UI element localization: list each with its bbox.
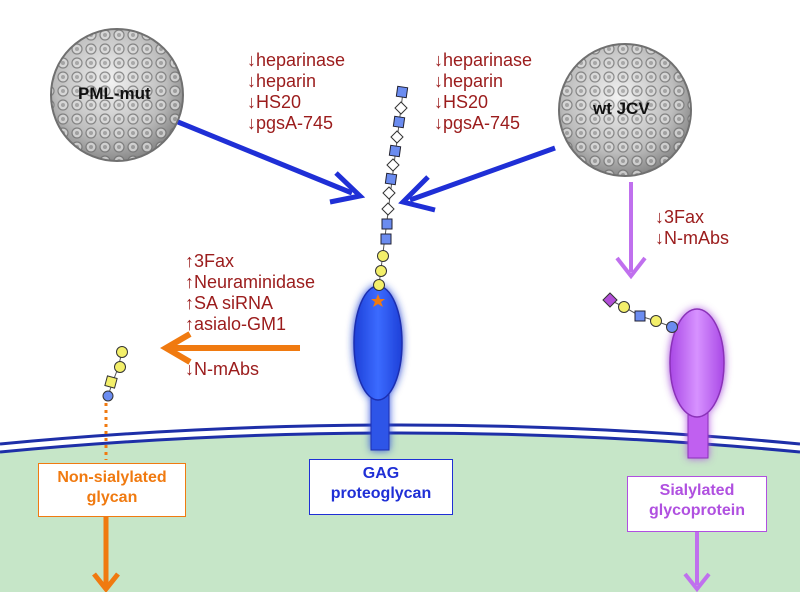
- pml-mut-label: PML-mut: [78, 84, 151, 103]
- gag-proteoglycan-receptor: [353, 285, 403, 451]
- non-sialylated-down-treatments: ↓N-mAbs: [185, 359, 259, 380]
- treatment-item: ↓pgsA-745: [247, 113, 334, 133]
- box-line: Non-sialylated: [57, 469, 167, 486]
- non-sialylated-glycan: [102, 346, 128, 460]
- membrane-outer-line: [0, 423, 800, 446]
- treatment-item: ↓heparinase: [434, 50, 533, 70]
- non-sialylated-downstream-arrow: [92, 516, 120, 592]
- treatment-item: ↓HS20: [247, 92, 302, 112]
- non-sialylated-glycan-box: Non-sialylated glycan: [38, 463, 186, 517]
- membrane-inner-line: [0, 431, 800, 454]
- treatment-item: ↑asialo-GM1: [185, 314, 287, 334]
- wt-jcv-to-gag-arrow: [398, 145, 556, 213]
- treatment-item: ↓pgsA-745: [434, 113, 521, 133]
- treatment-item: ↓N-mAbs: [655, 228, 730, 248]
- treatment-item: ↑Neuraminidase: [185, 272, 316, 292]
- treatment-item: ↑SA siRNA: [185, 293, 274, 313]
- wt-jcv-to-sialylated-arrow: [615, 182, 647, 280]
- box-line: Sialylated: [659, 482, 735, 499]
- pml-mut-virus: [50, 28, 184, 162]
- wt-gag-treatments: ↓heparinase ↓heparin ↓HS20 ↓pgsA-745: [434, 50, 532, 134]
- treatment-item: ↓heparinase: [247, 50, 346, 70]
- sialylated-glycan-chain: [602, 292, 678, 333]
- box-line: glycan: [86, 489, 138, 506]
- pml-mut-to-gag-arrow: [177, 119, 366, 205]
- box-line: glycoprotein: [648, 502, 745, 519]
- wt-sialylated-treatments: ↓3Fax ↓N-mAbs: [655, 207, 729, 249]
- treatment-item: ↓HS20: [434, 92, 489, 112]
- treatment-item: ↓N-mAbs: [185, 359, 260, 379]
- sialylated-glycoprotein-receptor: [669, 308, 725, 459]
- treatment-item: ↓heparin: [247, 71, 317, 91]
- gag-glycan-chain: [371, 85, 409, 307]
- wt-jcv-virus: [558, 43, 692, 177]
- gag-proteoglycan-box: GAG proteoglycan: [309, 459, 453, 515]
- to-non-sialylated-arrow: [160, 331, 300, 365]
- box-line: proteoglycan: [330, 485, 432, 502]
- treatment-item: ↑3Fax: [185, 251, 235, 271]
- sialylated-downstream-arrow: [683, 532, 711, 592]
- treatment-item: ↓heparin: [434, 71, 504, 91]
- non-sialylated-up-treatments: ↑3Fax ↑Neuraminidase ↑SA siRNA ↑asialo-G…: [185, 251, 315, 335]
- wt-jcv-label: wt JCV: [593, 99, 650, 118]
- sialylated-glycoprotein-box: Sialylated glycoprotein: [627, 476, 767, 532]
- pml-mut-gag-treatments: ↓heparinase ↓heparin ↓HS20 ↓pgsA-745: [247, 50, 345, 134]
- treatment-item: ↓3Fax: [655, 207, 705, 227]
- box-line: GAG: [362, 465, 400, 482]
